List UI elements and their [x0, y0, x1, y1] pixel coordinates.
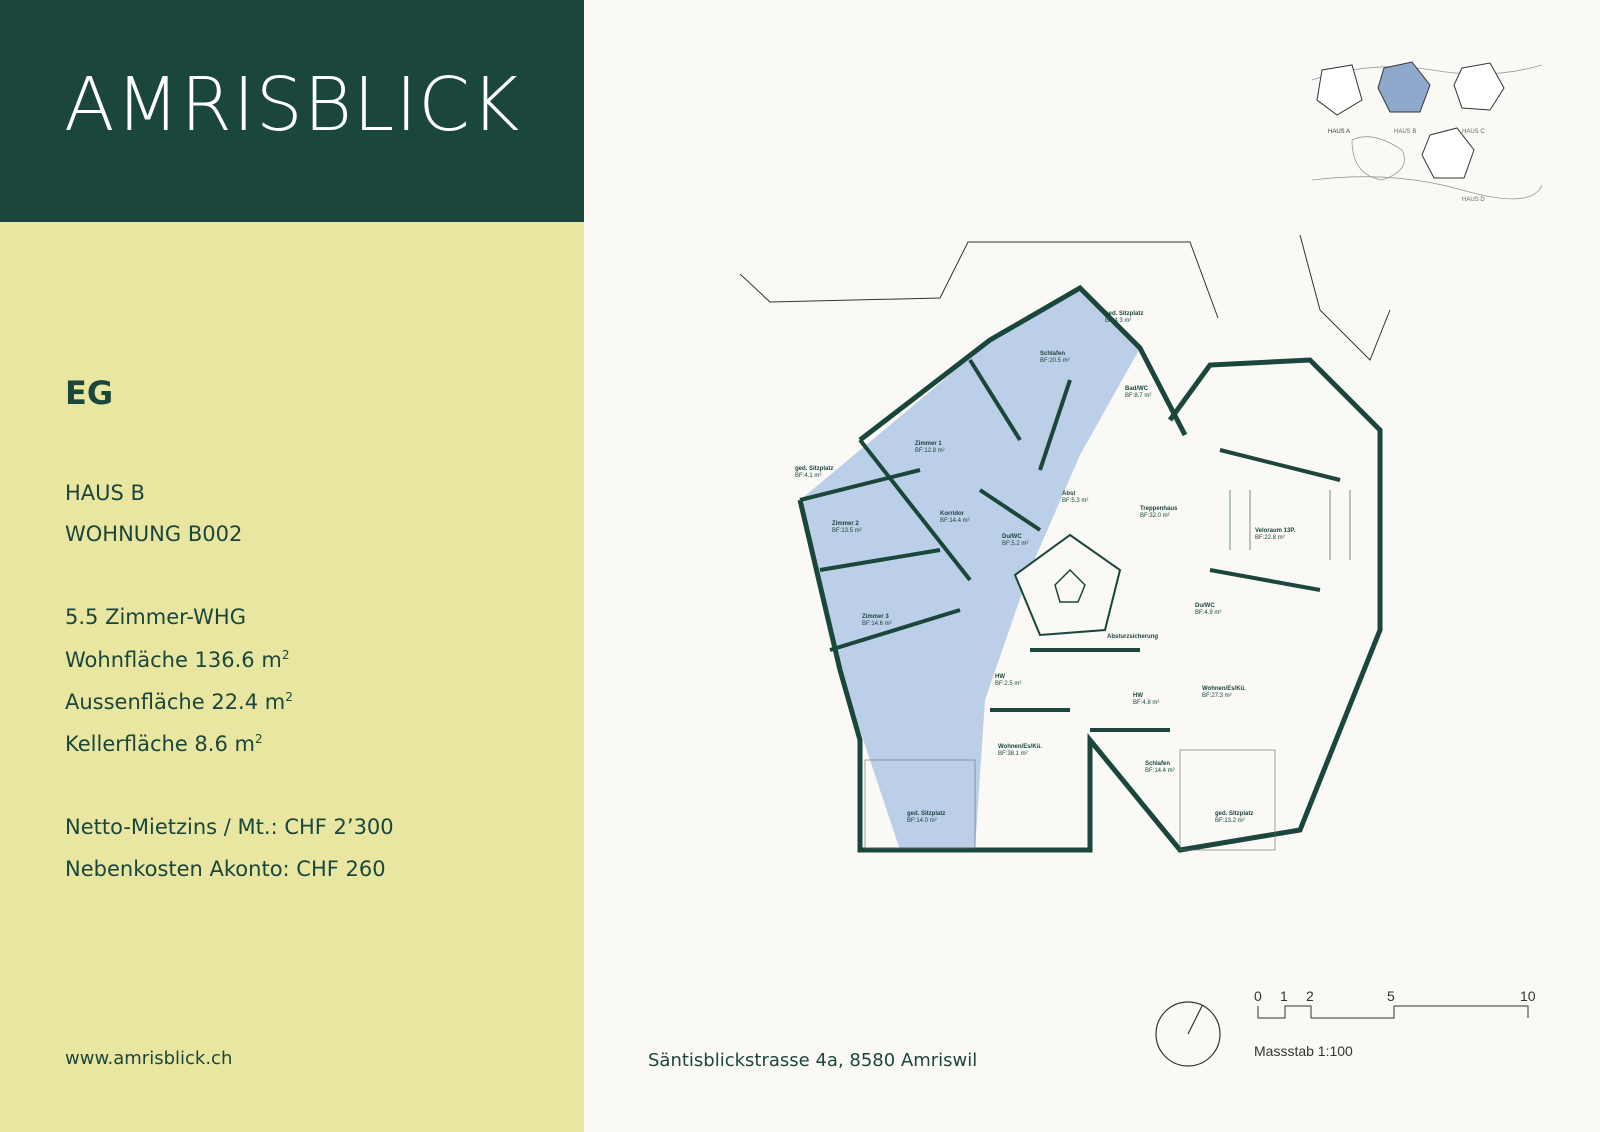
room-name: Schlafen	[1040, 351, 1065, 357]
terrace	[1179, 749, 1276, 851]
outdoor-area-text: Aussenfläche 22.4 m	[65, 690, 286, 714]
haus-b-shape	[1377, 61, 1431, 113]
room-area: BF:27.3 m²	[1202, 693, 1232, 699]
unit-sup: 2	[281, 648, 290, 662]
extra-costs-label: Nebenkosten Akonto: CHF 260	[65, 857, 386, 881]
living-area: Wohnfläche 136.6 m2	[65, 649, 289, 671]
scale-tick-label: 5	[1387, 988, 1395, 1004]
room-name: ged. Sitzplatz	[795, 466, 833, 472]
room-area: BF:22.8 m²	[1255, 535, 1285, 541]
room-name: Zimmer 1	[915, 441, 942, 447]
cellar-area-text: Kellerfläche 8.6 m	[65, 732, 255, 756]
rent-label: Netto-Mietzins / Mt.: CHF 2’300	[65, 815, 394, 839]
room-area: BF:14.6 m²	[862, 621, 892, 627]
room-name: Wohnen/Es/Kü.	[998, 744, 1042, 750]
brand-header: AMRISBLICK	[0, 0, 584, 222]
scale-tick-label: 0	[1254, 988, 1262, 1004]
room-area: BF:5.2 m²	[1002, 541, 1028, 547]
room-name: Bad/WC	[1125, 386, 1149, 392]
scale-bar: 0 1 2 5 10 Massstab 1:100	[1254, 988, 1536, 1059]
scale-tick-label: 2	[1306, 988, 1314, 1004]
room-name: Wohnen/Es/Kü.	[1202, 686, 1246, 692]
room-area: BF:13.2 m²	[1215, 818, 1245, 824]
room-name: Schlafen	[1145, 761, 1170, 767]
room-area: BF:38.1 m²	[998, 751, 1028, 757]
room-area: BF:8.7 m²	[1125, 393, 1151, 399]
room-name: HW	[995, 674, 1005, 680]
room-area: BF:13.5 m²	[832, 528, 862, 534]
room-name: Korridor	[940, 511, 965, 517]
info-panel: AMRISBLICK EG HAUS B WOHNUNG B002 5.5 Zi…	[0, 0, 584, 1132]
room-name: Zimmer 3	[862, 614, 889, 620]
cellar-area: Kellerfläche 8.6 m2	[65, 733, 263, 755]
room-name: Zimmer 2	[832, 521, 859, 527]
room-area: BF:5.3 m²	[1062, 498, 1088, 504]
room-name: ged. Sitzplatz	[907, 811, 945, 817]
staircase	[1013, 533, 1122, 637]
outdoor-area: Aussenfläche 22.4 m2	[65, 691, 293, 713]
room-name: Absturzsicherung	[1107, 634, 1158, 640]
unit-sup: 2	[285, 690, 293, 704]
room-area: BF:4.8 m²	[1133, 700, 1159, 706]
room-area: BF:4.3 m²	[1105, 318, 1131, 324]
room-name: ged. Sitzplatz	[1215, 811, 1253, 817]
room-name: Treppenhaus	[1140, 506, 1178, 512]
north-arrow-icon	[1155, 1001, 1221, 1067]
haus-a-shape	[1316, 64, 1363, 116]
haus-c-shape	[1453, 62, 1505, 111]
room-name: Abst	[1062, 491, 1075, 497]
address-text: Säntisblickstrasse 4a, 8580 Amriswil	[648, 1050, 978, 1071]
keymap-label: HAUS D	[1462, 197, 1485, 203]
scale-tick-label: 1	[1280, 988, 1288, 1004]
living-area-text: Wohnfläche 136.6 m	[65, 648, 282, 672]
house-label: HAUS B	[65, 481, 145, 505]
room-area: BF:14.0 m²	[907, 818, 937, 824]
site-keymap: HAUS A HAUS B HAUS C HAUS D	[1312, 61, 1542, 203]
room-name: HW	[1133, 693, 1143, 699]
keymap-label: HAUS A	[1328, 129, 1350, 135]
website-link[interactable]: www.amrisblick.ch	[65, 1048, 233, 1069]
brand-logo: AMRISBLICK	[64, 62, 521, 148]
room-name: Veloraum 13P.	[1255, 528, 1296, 534]
room-name: ged. Sitzplatz	[1105, 311, 1143, 317]
unit-sup: 2	[254, 732, 263, 746]
scale-label: Massstab 1:100	[1254, 1043, 1353, 1059]
room-area: BF:14.4 m²	[940, 518, 970, 524]
room-name: Du/WC	[1195, 603, 1215, 609]
room-area: BF:12.8 m²	[915, 448, 945, 454]
rooms-label: 5.5 Zimmer-WHG	[65, 605, 246, 629]
room-area: BF:4.9 m²	[1195, 610, 1221, 616]
floor-label: EG	[65, 374, 114, 412]
scale-tick-label: 10	[1520, 988, 1536, 1004]
room-area: BF:20.5 m²	[1040, 358, 1070, 364]
keymap-label: HAUS C	[1462, 129, 1485, 135]
keymap-label: HAUS B	[1394, 129, 1416, 135]
room-area: BF:2.5 m²	[995, 681, 1021, 687]
terrace	[864, 759, 976, 849]
apartment-label: WOHNUNG B002	[65, 522, 243, 546]
room-area: BF:32.0 m²	[1140, 513, 1170, 519]
room-area: BF:14.4 m²	[1145, 768, 1175, 774]
room-name: Du/WC	[1002, 534, 1022, 540]
room-area: BF:4.1 m²	[795, 473, 821, 479]
haus-d-shape	[1421, 127, 1475, 179]
